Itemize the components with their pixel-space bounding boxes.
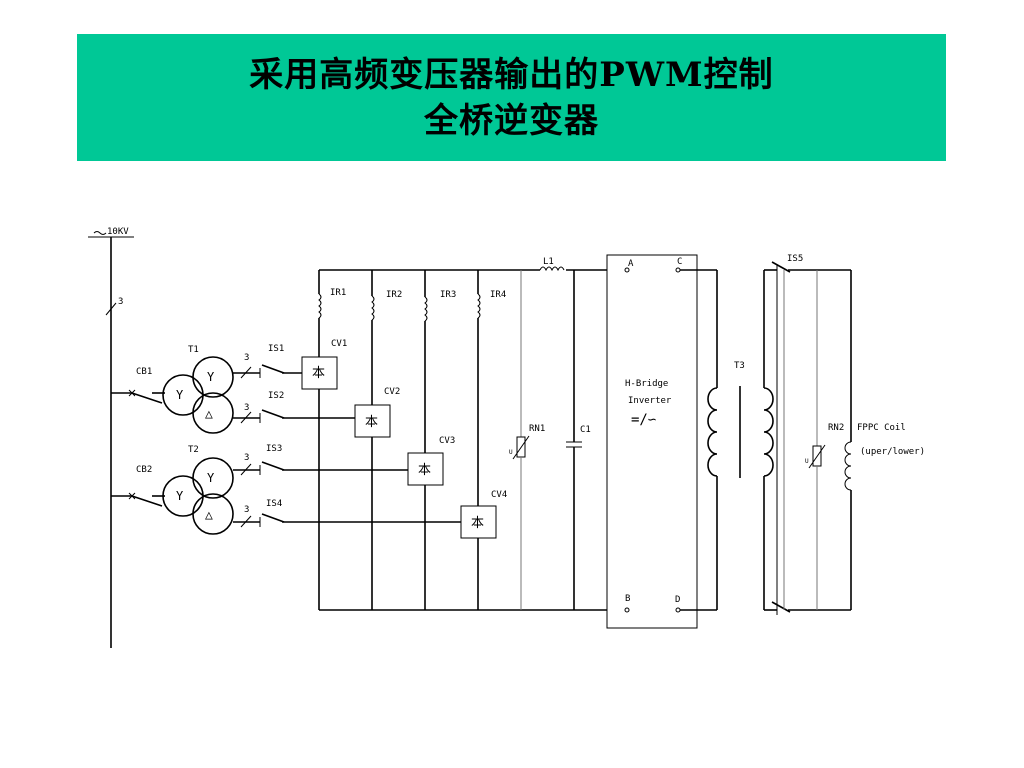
- breaker-cb1: CB1: [111, 367, 165, 404]
- output-switch-is5: IS5: [764, 254, 851, 615]
- node-b-label: B: [625, 594, 630, 604]
- diode-bridge-icon: 本: [418, 463, 431, 478]
- dc-bus: [319, 269, 630, 611]
- t2-primary-wye: Y: [176, 489, 184, 503]
- node-a-label: A: [628, 259, 634, 269]
- isolator-is4: 3 IS4: [233, 499, 461, 528]
- dc-rail-3: IR3: [424, 270, 456, 610]
- filter-inductor-l1: L1: [539, 257, 565, 272]
- rn1-label: RN1: [529, 424, 545, 434]
- cb1-label: CB1: [136, 367, 152, 377]
- cb2-label: CB2: [136, 465, 152, 475]
- c1-label: C1: [580, 425, 591, 435]
- title-banner: 采用高频变压器输出的PWM控制 全桥逆变器: [77, 34, 946, 161]
- t1-primary-wye: Y: [176, 388, 184, 402]
- t1-secondary-delta: △: [205, 407, 213, 422]
- converter-cv2: 本 CV2: [354, 387, 400, 438]
- dc-rail-4: IR4: [477, 270, 506, 610]
- isolator-is3: 3 IS3: [233, 444, 408, 476]
- is3-label: IS3: [266, 444, 282, 454]
- ir3-label: IR3: [440, 290, 456, 300]
- node-d-label: D: [675, 595, 680, 605]
- converter-cv3: 本 CV3: [407, 436, 455, 486]
- cv1-label: CV1: [331, 339, 347, 349]
- cv3-label: CV3: [439, 436, 455, 446]
- t2-secondary-wye: Y: [207, 471, 215, 485]
- diode-bridge-icon: 本: [471, 516, 484, 531]
- node-c-label: C: [677, 257, 682, 267]
- rn2-label: RN2: [828, 423, 844, 433]
- t1-label: T1: [188, 345, 199, 355]
- bridge-label-2: Inverter: [628, 396, 672, 406]
- dc-rail-1: IR1: [318, 270, 346, 610]
- t2-label: T2: [188, 445, 199, 455]
- diode-bridge-icon: 本: [312, 366, 325, 381]
- resistor-rn1: U RN1: [509, 270, 545, 610]
- supply-bus: 10KV 3: [88, 227, 134, 648]
- coil-label: FPPC Coil: [857, 423, 906, 433]
- isolator-is1: 3 IS1: [233, 344, 302, 379]
- cv4-label: CV4: [491, 490, 507, 500]
- t2-secondary-delta: △: [205, 508, 213, 523]
- is4-label: IS4: [266, 499, 282, 509]
- breaker-cb2: CB2: [111, 465, 165, 507]
- cv2-label: CV2: [384, 387, 400, 397]
- l1-label: L1: [543, 257, 554, 267]
- h-bridge-inverter: A C B D H-Bridge Inverter =/∽: [606, 254, 698, 629]
- ir4-label: IR4: [490, 290, 506, 300]
- is4-phase-mark: 3: [244, 505, 249, 515]
- ir2-label: IR2: [386, 290, 402, 300]
- output-transformer-t3: T3: [707, 270, 774, 610]
- resistor-rn2: U RN2: [805, 270, 844, 610]
- t1-secondary-wye: Y: [207, 370, 215, 384]
- converter-cv4: 本 CV4: [460, 490, 507, 539]
- diode-bridge-icon: 本: [365, 415, 378, 430]
- title-line-1: 采用高频变压器输出的PWM控制: [249, 54, 774, 95]
- dc-ac-symbol: =/∽: [631, 412, 656, 428]
- is1-label: IS1: [268, 344, 284, 354]
- coil-sublabel: (uper/lower): [860, 447, 925, 457]
- is5-label: IS5: [787, 254, 803, 264]
- fppc-coil: FPPC Coil (uper/lower): [844, 270, 925, 610]
- converter-cv1: 本 CV1: [301, 339, 347, 390]
- t3-label: T3: [734, 361, 745, 371]
- bus-phase-mark: 3: [118, 297, 123, 307]
- bridge-label-1: H-Bridge: [625, 379, 668, 389]
- isolator-is2: 3 IS2: [233, 391, 355, 424]
- title-line-2: 全桥逆变器: [424, 100, 599, 141]
- source-label: 10KV: [107, 227, 129, 237]
- is3-phase-mark: 3: [244, 453, 249, 463]
- varistor-icon: U: [509, 449, 513, 456]
- varistor-icon: U: [805, 458, 809, 465]
- ir1-label: IR1: [330, 288, 346, 298]
- is1-phase-mark: 3: [244, 353, 249, 363]
- bridge-output-wiring: [680, 269, 718, 611]
- is2-phase-mark: 3: [244, 403, 249, 413]
- dc-rail-2: IR2: [371, 270, 402, 610]
- capacitor-c1: C1: [566, 270, 591, 610]
- is2-label: IS2: [268, 391, 284, 401]
- transformer-t1: Y Y △ T1: [162, 345, 234, 434]
- transformer-t2: Y Y △ T2: [162, 445, 234, 535]
